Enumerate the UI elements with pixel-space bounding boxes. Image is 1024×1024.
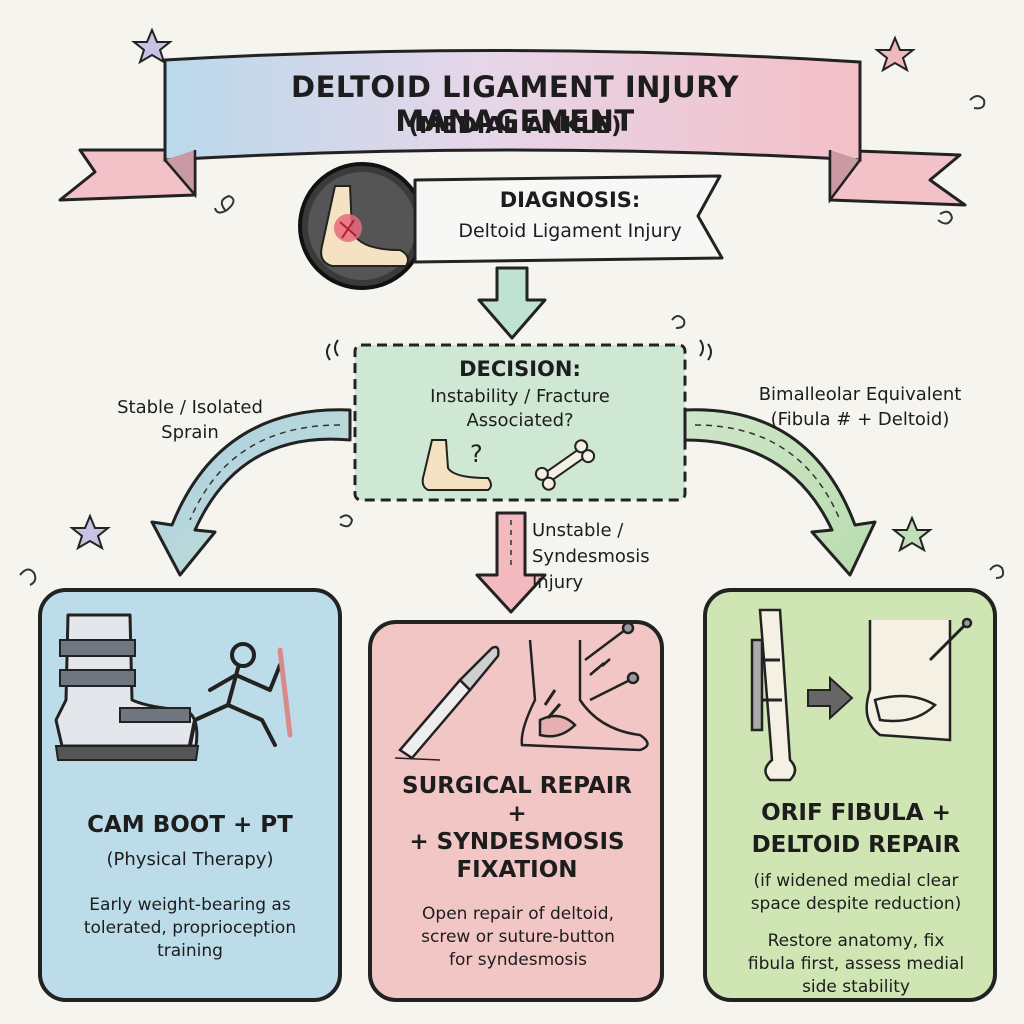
decision-question-line1: Instability / Fracture <box>430 386 610 407</box>
cam-boot-description: Early weight-bearing as tolerated, propr… <box>83 895 297 961</box>
diagnosis-text: Deltoid Ligament Injury <box>458 220 682 242</box>
star-icon <box>891 515 933 553</box>
left-branch-arrow <box>150 408 352 577</box>
surgical-repair-description: Open repair of deltoid, screw or suture-… <box>421 904 615 970</box>
scalpel-icon <box>394 645 500 761</box>
branch-label-unstable: Unstable / Syndesmosis Injury <box>532 520 650 593</box>
exercise-figure-icon <box>188 642 293 747</box>
page-subtitle: (MEDIAL ANKLE) <box>408 113 622 139</box>
diagnosis-banner <box>413 174 724 264</box>
foot-question-icon: ? <box>421 439 492 491</box>
surgical-repair-title: SURGICAL REPAIR <box>402 773 632 799</box>
orif-fibula-title: ORIF FIBULA + <box>761 800 951 826</box>
star-icon <box>131 27 173 65</box>
branch-label-stable: Stable / Isolated Sprain <box>117 397 263 443</box>
surgical-repair-plus: + <box>507 801 527 827</box>
svg-text:?: ? <box>470 440 483 468</box>
cam-boot-title: CAM BOOT + PT <box>87 812 293 838</box>
ankle-repair-icon <box>520 639 649 752</box>
orif-subtitle: (if widened medial clear space despite r… <box>750 871 962 914</box>
squiggle-decoration <box>19 95 1005 586</box>
arrow-right-icon <box>807 675 854 721</box>
fibula-plate-icon <box>750 608 797 782</box>
fixation-title: FIXATION <box>456 857 578 883</box>
branch-label-bimalleolar: Bimalleolar Equivalent (Fibula # + Delto… <box>758 384 962 430</box>
syndesmosis-title: + SYNDESMOSIS <box>409 829 625 855</box>
ankle-injury-icon <box>298 162 426 290</box>
diagnosis-heading: DIAGNOSIS: <box>499 188 641 212</box>
star-icon <box>69 513 111 551</box>
deltoid-repair-title: DELTOID REPAIR <box>751 832 961 858</box>
down-arrow-to-decision <box>477 266 547 340</box>
decision-question-line2: Associated? <box>466 410 574 431</box>
cam-boot-icon <box>54 613 200 761</box>
ankle-joint-icon <box>865 617 973 742</box>
star-icon <box>874 35 916 73</box>
bone-icon <box>534 439 596 491</box>
decision-heading: DECISION: <box>459 357 581 381</box>
right-branch-arrow <box>683 408 877 577</box>
cam-boot-subtitle: (Physical Therapy) <box>106 849 274 870</box>
orif-description: Restore anatomy, fix fibula first, asses… <box>747 931 965 997</box>
page-title: DELTOID LIGAMENT INJURY MANAGEMENT <box>291 70 739 138</box>
screw-icon <box>584 621 640 702</box>
title-ribbon <box>58 48 967 207</box>
